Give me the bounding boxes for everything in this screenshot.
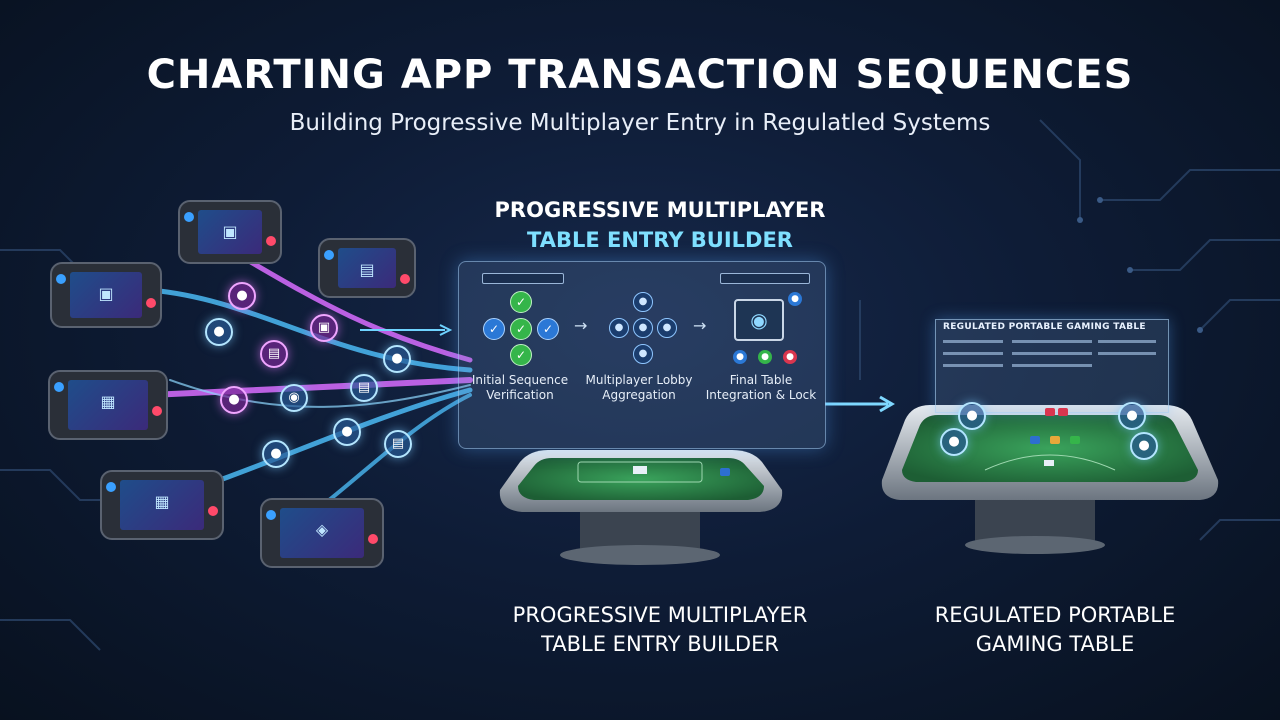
user-icon: ● [633,344,653,364]
lock-icon: ▤ [384,430,412,458]
screen-row [943,364,1003,367]
handheld-console-icon: ◈ [260,498,384,568]
user-icon: ● [633,318,653,338]
gaming-table-caption: REGULATED PORTABLE GAMING TABLE [934,603,1176,656]
check-icon: ✓ [537,318,559,340]
poker-chip [1030,436,1040,444]
step-final-integration: Final Table Integration & Lock [705,373,817,402]
poker-chip [1050,436,1060,444]
check-icon: ✓ [510,291,532,313]
status-icon: ● [733,350,747,364]
user-icon: ● [205,318,233,346]
table-lock-icon: ◉ [734,299,784,341]
user-icon: ● [958,402,986,430]
builder-heading-line1: PROGRESSIVE MULTIPLAYER [494,198,826,222]
panel-tag-left [482,273,564,284]
user-icon: ● [220,386,248,414]
handheld-console-icon: ▦ [100,470,224,540]
user-icon: ● [262,440,290,468]
panel-tag-right [720,273,810,284]
check-icon: ✓ [483,318,505,340]
screen-row [1098,352,1156,355]
page-title: CHARTING APP TRANSACTION SEQUENCES [146,52,1134,98]
handheld-console-icon: ▤ [318,238,416,298]
user-icon: ● [609,318,629,338]
handheld-console-icon: ▦ [48,370,168,440]
step-initial-sequence: Initial Sequence Verification [471,373,569,402]
screen-row [1012,364,1092,367]
user-icon: ● [1118,402,1146,430]
status-icon: ● [788,292,802,306]
user-icon: ● [940,428,968,456]
lock-icon: ▤ [260,340,288,368]
page-subtitle: Building Progressive Multiplayer Entry i… [289,110,991,136]
check-icon: ✓ [510,344,532,366]
table-screen-title: REGULATED PORTABLE GAMING TABLE [943,322,1146,332]
builder-caption: PROGRESSIVE MULTIPLAYER TABLE ENTRY BUIL… [512,603,808,656]
user-icon: ● [228,282,256,310]
console-node-icon: ◉ [280,384,308,412]
screen-row [943,352,1003,355]
status-icon: ● [758,350,772,364]
poker-chip [1070,436,1080,444]
lock-icon: ▣ [310,314,338,342]
user-icon: ● [383,345,411,373]
check-icon: ✓ [510,318,532,340]
user-icon: ● [1130,432,1158,460]
builder-heading-line2: TABLE ENTRY BUILDER [527,228,793,252]
lock-icon: ▤ [350,374,378,402]
builder-heading: PROGRESSIVE MULTIPLAYER TABLE ENTRY BUIL… [380,195,940,255]
screen-row [1012,340,1092,343]
poker-chip [720,468,730,476]
arrow-icon: → [574,316,588,335]
user-icon: ● [657,318,677,338]
handheld-console-icon: ▣ [50,262,162,328]
poker-chip [1058,408,1068,416]
screen-row [1012,352,1092,355]
status-icon: ● [783,350,797,364]
screen-row [1098,340,1156,343]
user-icon: ● [633,292,653,312]
step-lobby-aggregation: Multiplayer Lobby Aggregation [585,373,693,402]
handheld-console-icon: ▣ [178,200,282,264]
poker-chip [1045,408,1055,416]
screen-row [943,340,1003,343]
user-icon: ● [333,418,361,446]
arrow-icon: → [693,316,707,335]
